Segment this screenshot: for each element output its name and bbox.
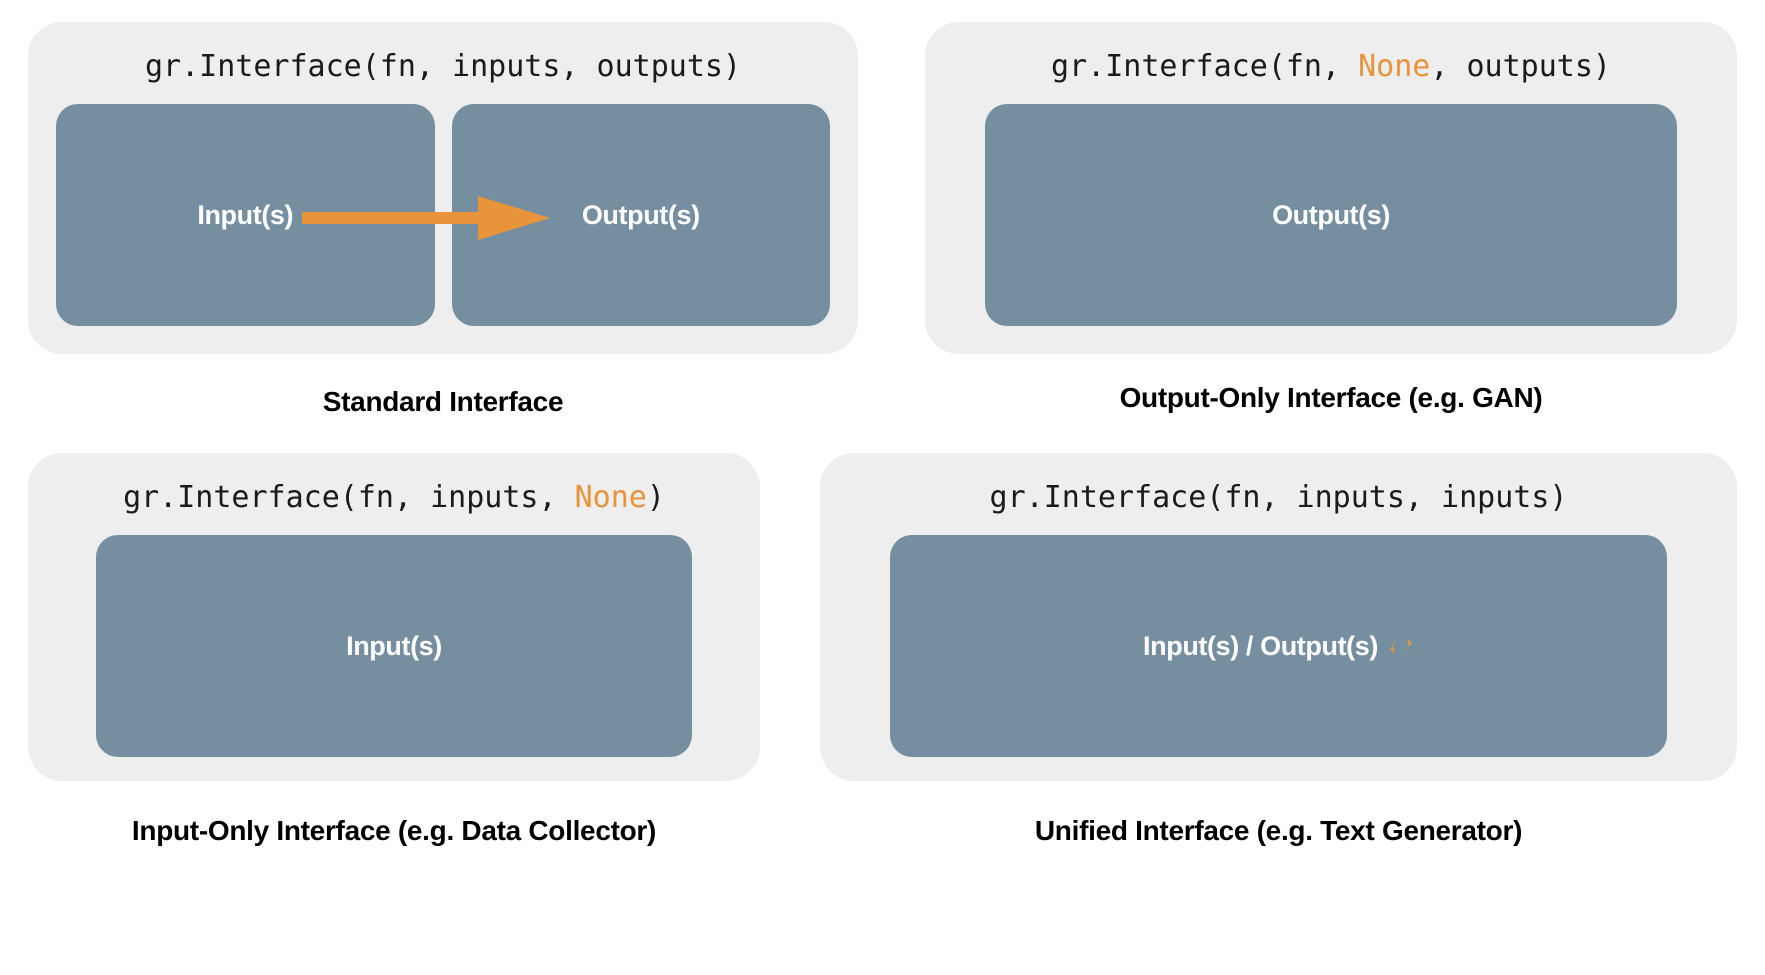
code-segment: gr.Interface(fn, inputs, bbox=[123, 480, 575, 515]
panel-body-input-only: gr.Interface(fn, inputs, None) Input(s) bbox=[28, 453, 760, 781]
box-output: Output(s) bbox=[451, 104, 830, 326]
caption-output-only: Output-Only Interface (e.g. GAN) bbox=[1119, 382, 1543, 413]
caption-unified: Unified Interface (e.g. Text Generator) bbox=[1034, 815, 1523, 846]
code-segment: gr.Interface(fn, bbox=[1051, 49, 1359, 84]
code-segment: gr.Interface(fn, inputs, outputs) bbox=[144, 49, 742, 84]
box-label-input: Input(s) bbox=[346, 630, 442, 661]
box-row-input-only: Input(s) bbox=[28, 535, 760, 757]
code-segment-none: None bbox=[1358, 49, 1431, 84]
panel-standard-interface: gr.Interface(fn, inputs, outputs) Input(… bbox=[28, 22, 858, 416]
caption-standard: Standard Interface bbox=[322, 386, 564, 417]
box-label-text: Input(s) / Output(s) bbox=[1143, 630, 1378, 661]
code-signature-unified: gr.Interface(fn, inputs, inputs) bbox=[990, 483, 1568, 513]
code-segment: ) bbox=[646, 480, 665, 515]
box-label-input: Input(s) bbox=[197, 199, 294, 230]
code-segment: gr.Interface(fn, inputs, inputs) bbox=[989, 480, 1568, 515]
panel-input-only-interface: gr.Interface(fn, inputs, None) Input(s) … bbox=[28, 453, 760, 845]
code-segment: , outputs) bbox=[1430, 49, 1611, 84]
caption-input-only: Input-Only Interface (e.g. Data Collecto… bbox=[131, 815, 657, 846]
box-row-standard: Input(s) Output(s) bbox=[28, 104, 858, 326]
code-signature-output-only: gr.Interface(fn, None, outputs) bbox=[1051, 52, 1611, 82]
box-row-unified: Input(s) / Output(s) bbox=[820, 535, 1737, 757]
box-row-output-only: Output(s) bbox=[925, 104, 1737, 326]
panel-body-standard: gr.Interface(fn, inputs, outputs) Input(… bbox=[28, 22, 858, 354]
panel-body-output-only: gr.Interface(fn, None, outputs) Output(s… bbox=[925, 22, 1737, 354]
code-segment-none: None bbox=[574, 480, 647, 515]
code-signature-input-only: gr.Interface(fn, inputs, None) bbox=[123, 483, 665, 513]
box-label-output: Output(s) bbox=[581, 199, 700, 230]
code-signature-standard: gr.Interface(fn, inputs, outputs) bbox=[145, 52, 741, 82]
panel-body-unified: gr.Interface(fn, inputs, inputs) Input(s… bbox=[820, 453, 1737, 781]
box-input: Input(s) bbox=[96, 535, 692, 757]
box-output: Output(s) bbox=[985, 104, 1677, 326]
box-label-input-output: Input(s) / Output(s) bbox=[1143, 631, 1414, 662]
panel-unified-interface: gr.Interface(fn, inputs, inputs) Input(s… bbox=[820, 453, 1737, 845]
box-label-output: Output(s) bbox=[1272, 199, 1390, 230]
panel-output-only-interface: gr.Interface(fn, None, outputs) Output(s… bbox=[925, 22, 1737, 412]
box-input-output: Input(s) / Output(s) bbox=[890, 535, 1667, 757]
box-input: Input(s) bbox=[56, 104, 435, 326]
cycle-arrows-icon bbox=[1390, 638, 1412, 654]
